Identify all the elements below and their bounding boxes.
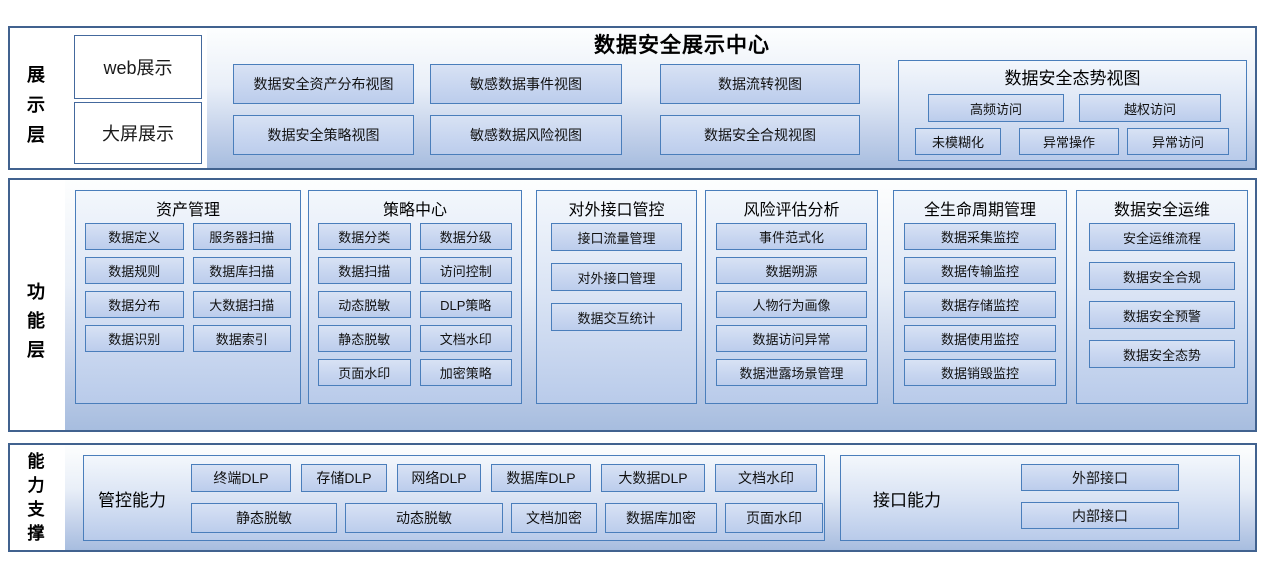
big-screen-display-box: 大屏展示 <box>74 102 202 164</box>
capability-chip: 网络DLP <box>397 464 481 492</box>
feature-chip: 静态脱敏 <box>318 325 411 352</box>
group-title: 对外接口管控 <box>568 202 665 219</box>
feature-chip: 事件范式化 <box>716 223 867 250</box>
feature-chip: 数据识别 <box>85 325 184 352</box>
feature-chip: 数据库扫描 <box>192 257 291 284</box>
feature-chip: 数据安全合规 <box>1089 262 1235 290</box>
feature-chip: 数据使用监控 <box>904 325 1056 352</box>
view-chip-compliance: 数据安全合规视图 <box>660 115 860 155</box>
feature-chip: 数据安全预警 <box>1089 301 1235 329</box>
feature-chip: 安全运维流程 <box>1089 223 1235 251</box>
feature-chip: 数据扫描 <box>318 257 411 284</box>
display-layer-label: 展示层 <box>27 65 45 145</box>
capability-layer-band: 能力支撑 管控能力 终端DLP 存储DLP 网络DLP 数据库DLP 大数据DL… <box>8 443 1257 552</box>
view-chip-sensitive-risk: 敏感数据风险视图 <box>430 115 622 155</box>
capability-chip: 存储DLP <box>301 464 387 492</box>
feature-chip: 页面水印 <box>318 359 411 386</box>
capability-chip: 终端DLP <box>191 464 291 492</box>
capability-layer-panel: 管控能力 终端DLP 存储DLP 网络DLP 数据库DLP 大数据DLP 文档水… <box>65 445 1255 550</box>
situation-chip-privilege: 越权访问 <box>1079 94 1221 122</box>
feature-chip: 人物行为画像 <box>716 291 867 318</box>
view-chip-asset-distribution: 数据安全资产分布视图 <box>233 64 414 104</box>
feature-chip: 数据分级 <box>419 223 512 250</box>
view-chip-sensitive-event: 敏感数据事件视图 <box>430 64 622 104</box>
display-layer-panel: 数据安全展示中心 数据安全资产分布视图 敏感数据事件视图 数据流转视图 数据安全… <box>207 28 1255 168</box>
feature-chip: 数据交互统计 <box>551 303 682 331</box>
feature-chip: 动态脱敏 <box>318 291 411 318</box>
feature-chip: 数据访问异常 <box>716 325 867 352</box>
feature-chip: 数据分布 <box>85 291 184 318</box>
feature-chip: 大数据扫描 <box>192 291 291 318</box>
control-capability-label: 管控能力 <box>98 490 166 510</box>
function-layer-panel: 资产管理 数据定义 数据规则 数据分布 数据识别 服务器扫描 数据库扫描 大数据… <box>65 180 1255 430</box>
feature-chip: 数据分类 <box>318 223 411 250</box>
function-layer-band: 功能层 资产管理 数据定义 数据规则 数据分布 数据识别 服务器扫描 数据库扫描… <box>8 178 1257 432</box>
feature-chip: 接口流量管理 <box>551 223 682 251</box>
feature-chip: 数据采集监控 <box>904 223 1056 250</box>
function-layer-label: 功能层 <box>27 282 45 360</box>
interface-chip-external: 外部接口 <box>1021 464 1179 491</box>
capability-chip: 大数据DLP <box>601 464 705 492</box>
interface-chip-internal: 内部接口 <box>1021 502 1179 529</box>
group-title: 风险评估分析 <box>743 202 840 219</box>
feature-chip: 数据传输监控 <box>904 257 1056 284</box>
feature-chip: 数据销毁监控 <box>904 359 1056 386</box>
situation-chip-abnormal-access: 异常访问 <box>1127 128 1229 155</box>
capability-chip: 静态脱敏 <box>191 503 337 533</box>
feature-chip: 数据规则 <box>85 257 184 284</box>
capability-chip: 动态脱敏 <box>345 503 503 533</box>
capability-layer-label: 能力支撑 <box>27 452 45 543</box>
feature-chip: DLP策略 <box>419 291 512 318</box>
group-title: 数据安全运维 <box>1113 202 1210 219</box>
situation-chip-high-freq: 高频访问 <box>928 94 1064 122</box>
feature-chip: 数据定义 <box>85 223 184 250</box>
capability-chip: 文档水印 <box>715 464 817 492</box>
group-title: 全生命周期管理 <box>923 202 1036 219</box>
view-chip-data-flow: 数据流转视图 <box>660 64 860 104</box>
feature-chip: 访问控制 <box>419 257 512 284</box>
feature-chip: 对外接口管理 <box>551 263 682 291</box>
situation-view-group: 数据安全态势视图 高频访问 越权访问 未模糊化 异常操作 异常访问 <box>898 60 1247 161</box>
capability-chip: 页面水印 <box>725 503 823 533</box>
display-layer-band: 展示层 web展示 大屏展示 数据安全展示中心 数据安全资产分布视图 敏感数据事… <box>8 26 1257 170</box>
web-display-box: web展示 <box>74 35 202 99</box>
group-security-operations: 数据安全运维 安全运维流程 数据安全合规 数据安全预警 数据安全态势 <box>1076 190 1248 404</box>
group-control-capability: 管控能力 终端DLP 存储DLP 网络DLP 数据库DLP 大数据DLP 文档水… <box>83 455 825 541</box>
feature-chip: 数据朔源 <box>716 257 867 284</box>
group-title: 资产管理 <box>155 202 220 219</box>
group-policy-center: 策略中心 数据分类 数据扫描 动态脱敏 静态脱敏 页面水印 数据分级 访问控制 … <box>308 190 522 404</box>
group-lifecycle-management: 全生命周期管理 数据采集监控 数据传输监控 数据存储监控 数据使用监控 数据销毁… <box>893 190 1067 404</box>
feature-chip: 文档水印 <box>419 325 512 352</box>
feature-chip: 数据存储监控 <box>904 291 1056 318</box>
view-chip-policy: 数据安全策略视图 <box>233 115 414 155</box>
capability-chip: 数据库DLP <box>491 464 591 492</box>
situation-chip-abnormal-op: 异常操作 <box>1019 128 1119 155</box>
feature-chip: 数据泄露场景管理 <box>716 359 867 386</box>
group-title: 策略中心 <box>382 202 447 219</box>
group-asset-management: 资产管理 数据定义 数据规则 数据分布 数据识别 服务器扫描 数据库扫描 大数据… <box>75 190 301 404</box>
capability-chip: 数据库加密 <box>605 503 717 533</box>
feature-chip: 数据索引 <box>192 325 291 352</box>
feature-chip: 加密策略 <box>419 359 512 386</box>
capability-chip: 文档加密 <box>511 503 597 533</box>
group-risk-assessment: 风险评估分析 事件范式化 数据朔源 人物行为画像 数据访问异常 数据泄露场景管理 <box>705 190 878 404</box>
group-interface-capability: 接口能力 外部接口 内部接口 <box>840 455 1240 541</box>
feature-chip: 服务器扫描 <box>192 223 291 250</box>
situation-chip-unmasked: 未模糊化 <box>915 128 1001 155</box>
feature-chip: 数据安全态势 <box>1089 340 1235 368</box>
situation-view-title: 数据安全态势视图 <box>1004 69 1141 88</box>
group-external-interface-control: 对外接口管控 接口流量管理 对外接口管理 数据交互统计 <box>536 190 697 404</box>
page-title: 数据安全展示中心 <box>594 34 770 57</box>
interface-capability-label: 接口能力 <box>873 490 941 510</box>
